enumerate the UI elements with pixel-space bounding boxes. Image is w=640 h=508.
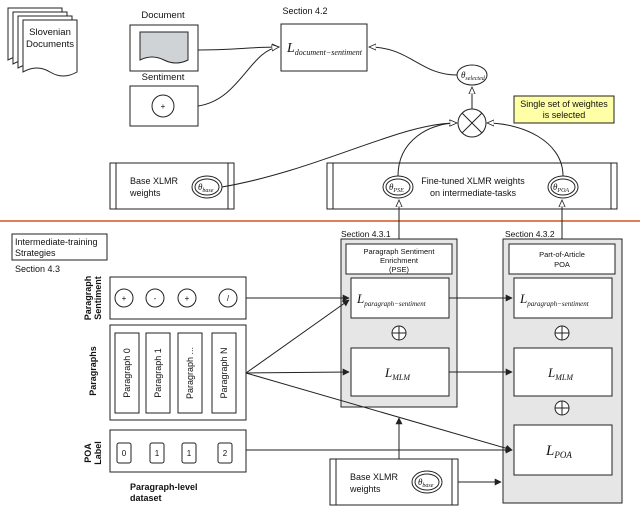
sentiment-item-2-symbol: +: [185, 294, 190, 303]
poa-item-2-value: 1: [187, 449, 192, 458]
row-label-poa-2: Label: [93, 441, 103, 465]
poa-title: Part-of-Article: [539, 250, 585, 259]
poa-item-2: [181, 442, 197, 464]
sentiment-circle: [151, 94, 175, 118]
sentiment-item-3: [218, 288, 238, 308]
base-weights-bottom-label: Base XLMR: [350, 472, 399, 482]
sentiment-symbol: +: [161, 102, 166, 111]
base-weights-top-label: Base XLMR: [130, 176, 179, 186]
slovenian-documents-label: Slovenian: [29, 27, 71, 38]
pse-title-3: (PSE): [389, 265, 410, 274]
theta-selected: θselected: [461, 70, 486, 82]
document-sentiment-loss-box: [280, 23, 368, 72]
row-label-paragraph-sentiment: Paragraph: [83, 276, 93, 321]
poa-paragraph-sentiment-loss: Lparagraph−sentiment: [519, 291, 590, 308]
poa-loss-box: [513, 424, 613, 476]
strategies-box: [11, 233, 108, 261]
poa-title-box: [508, 243, 616, 275]
poa-title-2: POA: [554, 260, 570, 269]
document-icon: [139, 31, 189, 64]
theta-base-top: θbase: [198, 182, 214, 194]
paragraph-1-label: Paragraph 1: [153, 348, 163, 398]
paragraph-n-label: Paragraph N: [219, 347, 229, 398]
paragraph-1-box: [145, 332, 171, 414]
section-4-3-label: Section 4.3: [15, 264, 60, 274]
selected-note-box: [513, 95, 615, 124]
pse-title-2: Enrichment: [380, 256, 419, 265]
theta-pse: θPSE: [389, 182, 404, 194]
poa-item-1-value: 1: [155, 449, 160, 458]
document-sentiment-loss: Ldocument−sentiment: [286, 41, 363, 57]
pse-mlm-loss-box: [350, 347, 450, 397]
sentiment-item-2: [177, 288, 197, 308]
section-4-3-1-label: Section 4.3.1: [341, 229, 391, 239]
poa-item-1: [149, 442, 165, 464]
sentiment-item-0-symbol: +: [122, 294, 127, 303]
poa-item-3: [217, 442, 233, 464]
paragraph-n-box: [211, 332, 237, 414]
pse-title: Paragraph Sentiment: [364, 247, 436, 256]
row-label-poa: POA: [83, 443, 93, 463]
sentiment-item-1-symbol: -: [154, 294, 157, 303]
row-label-paragraph-sentiment-2: Sentiment: [93, 276, 103, 320]
poa-item-0-value: 0: [122, 449, 127, 458]
poa-loss: LPOA: [545, 443, 572, 460]
selected-note-line-2: is selected: [543, 110, 586, 120]
finetuned-weights-box: [326, 162, 618, 210]
pse-title-box: [345, 243, 453, 275]
strategies-label: Intermediate-training: [15, 237, 98, 247]
section-4-3-2-label: Section 4.3.2: [505, 229, 555, 239]
slovenian-documents-stack: Slovenian Documents: [7, 7, 78, 77]
dataset-label: Paragraph-level: [130, 482, 198, 492]
document-label: Document: [141, 10, 185, 21]
poa-mlm-loss-box: [513, 347, 613, 397]
sentiment-label: Sentiment: [142, 72, 185, 83]
poa-paragraph-sentiment-loss-box: [513, 277, 613, 319]
paragraph-0-box: [114, 332, 140, 414]
paragraph-2-box: [177, 332, 203, 414]
base-weights-top-label-2: weights: [129, 188, 161, 198]
base-weights-bottom-label-2: weights: [349, 484, 381, 494]
poa-item-3-value: 2: [223, 449, 228, 458]
paragraph-0-label: Paragraph 0: [122, 348, 132, 398]
dataset-label-2: dataset: [130, 493, 162, 503]
section-4-2-label: Section 4.2: [282, 6, 327, 16]
poa-mlm-loss: LMLM: [547, 365, 574, 382]
sentiment-item-3-symbol: /: [227, 294, 230, 303]
poa-item-0: [116, 442, 132, 464]
strategies-label-2: Strategies: [15, 248, 56, 258]
pse-mlm-loss: LMLM: [384, 365, 411, 382]
pse-paragraph-sentiment-loss: Lparagraph−sentiment: [356, 291, 427, 308]
pse-paragraph-sentiment-loss-box: [350, 277, 450, 319]
finetuned-label: Fine-tuned XLMR weights: [421, 176, 525, 186]
finetuned-label-2: on intermediate-tasks: [430, 188, 517, 198]
row-label-paragraphs: Paragraphs: [88, 346, 98, 396]
selected-note-line-1: Single set of weightes: [520, 99, 608, 109]
theta-poa: θPOA: [553, 182, 569, 194]
sentiment-item-0: [114, 288, 134, 308]
sentiment-item-1: [145, 288, 165, 308]
slovenian-documents-label-2: Documents: [26, 39, 74, 50]
theta-base-bottom-node: [411, 470, 443, 494]
paragraph-2-label: Paragraph ...: [185, 347, 195, 399]
theta-base-bottom-symbol: θbase: [418, 477, 434, 489]
